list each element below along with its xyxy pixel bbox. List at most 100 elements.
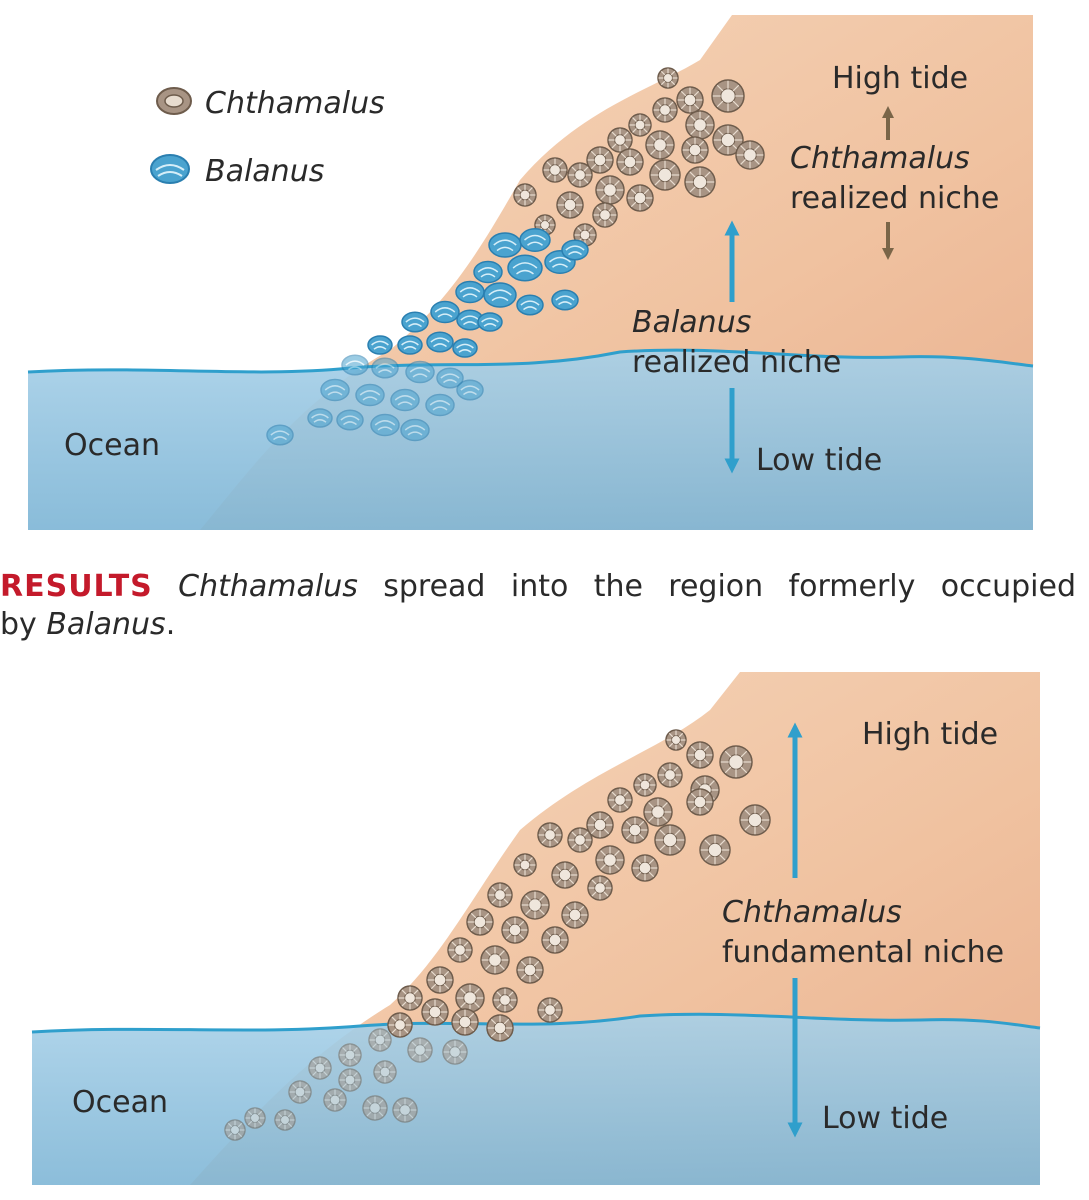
chthamalus-barnacle	[323, 1088, 347, 1112]
chthamalus-barnacle	[224, 1119, 246, 1141]
chthamalus-barnacle	[244, 1107, 266, 1129]
balanus-barnacle	[516, 294, 544, 316]
chthamalus-barnacle	[654, 824, 686, 856]
low-tide-label: Low tide	[822, 1101, 948, 1136]
chthamalus-barnacle	[501, 916, 529, 944]
chthamalus-barnacle	[480, 945, 510, 975]
chthamalus-barnacle	[426, 966, 454, 994]
chthamalus-barnacle	[520, 890, 550, 920]
balanus-barnacle	[397, 335, 423, 355]
balanus-niche-line2: realized niche	[632, 345, 841, 380]
chthamalus-barnacle	[626, 184, 654, 212]
chthamalus-barnacle	[466, 908, 494, 936]
chthamalus-barnacle	[643, 797, 673, 827]
chthamalus-barnacle	[492, 987, 518, 1013]
balanus-barnacle	[390, 388, 420, 412]
balanus-barnacle	[401, 311, 429, 333]
chthamalus-barnacle	[537, 822, 563, 848]
chthamalus-barnacle	[595, 845, 625, 875]
chthamalus-barnacle	[633, 773, 657, 797]
chthamalus-barnacle	[621, 816, 649, 844]
chthamalus-barnacle	[712, 124, 744, 156]
chthamalus-barnacle	[586, 811, 614, 839]
chthamalus-barnacle	[739, 804, 771, 836]
chthamalus-barnacle	[561, 901, 589, 929]
chthamalus-barnacle	[607, 787, 633, 813]
chthamalus-barnacle	[657, 67, 679, 89]
balanus-barnacle-icon	[150, 154, 190, 184]
ocean-water	[28, 350, 1033, 530]
chthamalus-barnacle	[486, 1014, 514, 1042]
bottom-panel-diagram: Ocean High tide Low tide Chthamalus fund…	[31, 672, 1041, 1185]
fundamental-niche-line1: Chthamalus	[722, 895, 902, 930]
chthamalus-niche-line2: realized niche	[790, 181, 999, 216]
chthamalus-barnacle	[631, 854, 659, 882]
chthamalus-barnacle	[308, 1056, 332, 1080]
balanus-barnacle	[477, 312, 503, 332]
results-key: RESULTS	[0, 569, 153, 604]
results-text-1: spread into the region formerly occupied	[357, 569, 1076, 604]
results-caption: RESULTS Chthamalus spread into the regio…	[0, 568, 1076, 644]
chthamalus-barnacle	[649, 159, 681, 191]
chthamalus-barnacle	[567, 827, 593, 853]
results-text-3: .	[165, 607, 176, 642]
chthamalus-niche-line1: Chthamalus	[790, 141, 970, 176]
chthamalus-barnacle	[735, 140, 765, 170]
chthamalus-barnacle	[676, 86, 704, 114]
chthamalus-barnacle	[686, 741, 714, 769]
balanus-barnacle	[367, 335, 393, 355]
chthamalus-barnacle	[338, 1068, 362, 1092]
chthamalus-barnacle	[684, 166, 716, 198]
balanus-barnacle	[400, 418, 430, 442]
low-tide-label: Low tide	[756, 443, 882, 478]
balanus-barnacle	[436, 367, 464, 389]
chthamalus-barnacle	[442, 1039, 468, 1065]
balanus-barnacle	[371, 357, 399, 379]
chthamalus-barnacle	[645, 130, 675, 160]
results-species-1: Chthamalus	[178, 569, 358, 604]
chthamalus-barnacle	[567, 162, 593, 188]
balanus-barnacle	[355, 383, 385, 407]
legend: Chthamalus Balanus	[150, 86, 385, 189]
high-tide-label: High tide	[862, 717, 998, 752]
balanus-barnacle	[336, 409, 364, 431]
legend-balanus-label: Balanus	[205, 154, 324, 189]
balanus-niche-line1: Balanus	[632, 305, 751, 340]
chthamalus-barnacle	[362, 1095, 388, 1121]
chthamalus-barnacle	[685, 110, 715, 140]
chthamalus-barnacle	[657, 762, 683, 788]
chthamalus-barnacle	[586, 146, 614, 174]
balanus-barnacle	[426, 331, 454, 353]
chthamalus-barnacle	[421, 998, 449, 1026]
balanus-barnacle	[507, 254, 543, 282]
chthamalus-barnacle	[551, 861, 579, 889]
balanus-barnacle	[561, 239, 589, 261]
chthamalus-barnacle	[556, 191, 584, 219]
chthamalus-barnacle	[681, 136, 709, 164]
fundamental-niche-line2: fundamental niche	[722, 935, 1004, 970]
chthamalus-barnacle	[407, 1037, 433, 1063]
chthamalus-barnacle	[513, 183, 537, 207]
chthamalus-barnacle	[537, 997, 563, 1023]
chthamalus-barnacle	[711, 79, 745, 113]
waterline	[31, 1012, 1041, 1034]
chthamalus-barnacle	[288, 1080, 312, 1104]
chthamalus-barnacle	[338, 1043, 362, 1067]
balanus-barnacle	[266, 424, 294, 446]
chthamalus-barnacle-icon	[156, 87, 192, 115]
ocean-label: Ocean	[64, 428, 160, 463]
balanus-barnacle	[455, 280, 485, 304]
chthamalus-barnacle	[397, 985, 423, 1011]
results-line-2: by Balanus.	[0, 606, 1076, 644]
chthamalus-barnacle	[587, 875, 613, 901]
balanus-barnacle	[456, 379, 484, 401]
chthamalus-barnacle	[513, 853, 537, 877]
chthamalus-barnacle	[487, 882, 513, 908]
chthamalus-barnacle	[686, 788, 714, 816]
balanus-barnacle	[425, 393, 455, 417]
chthamalus-barnacle	[628, 113, 652, 137]
chthamalus-barnacle	[451, 1008, 479, 1036]
chthamalus-barnacle	[719, 745, 753, 779]
results-text-2: by	[0, 607, 47, 642]
top-panel-diagram: Chthamalus Balanus Ocean High tide Low t…	[27, 15, 1034, 530]
